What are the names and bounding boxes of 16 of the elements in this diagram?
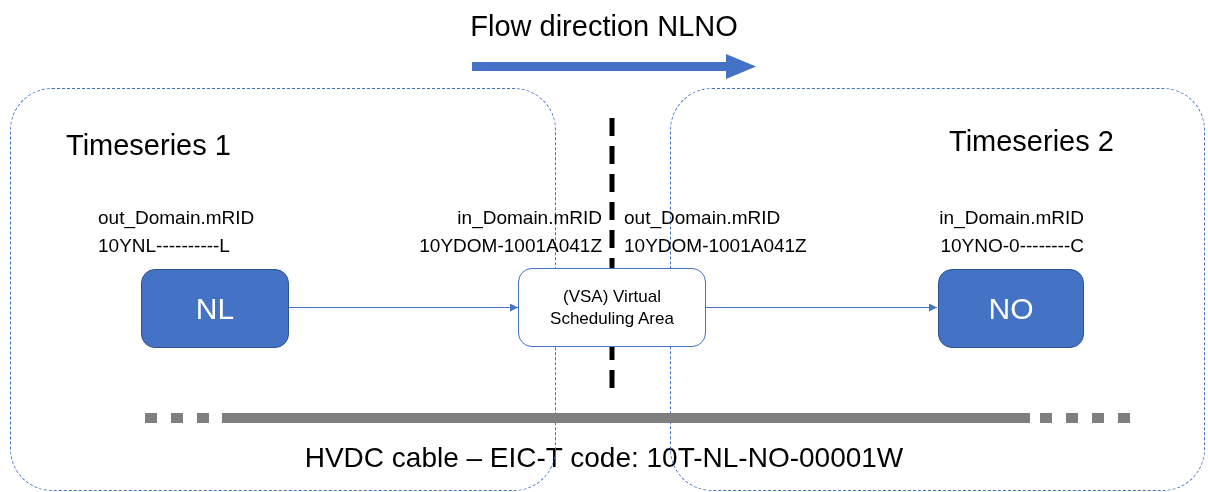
domain-label: out_Domain.mRID 10YNL----------L — [98, 206, 256, 258]
region-title: Timeseries 2 — [949, 125, 1114, 158]
arrow — [287, 303, 519, 312]
area-box — [141, 269, 289, 348]
domain-label: out_Domain.mRID 10YDOM-1001A041Z — [624, 206, 808, 258]
title: Flow direction NLNO — [470, 10, 738, 43]
box-label: (VSA) Virtual Scheduling Area — [549, 285, 675, 330]
process-box — [518, 268, 706, 347]
arrow — [705, 303, 938, 312]
box-label: NO — [988, 291, 1034, 326]
area-box — [938, 269, 1084, 348]
cable-label: HVDC cable – EIC-T code: 10T-NL-NO-00001W — [304, 442, 904, 474]
domain-label: in_Domain.mRID 10YDOM-1001A041Z — [418, 206, 602, 258]
box-label: NL — [195, 291, 235, 326]
domain-label: in_Domain.mRID 10YNO-0--------C — [938, 206, 1084, 258]
region-title: Timeseries 1 — [66, 129, 231, 162]
